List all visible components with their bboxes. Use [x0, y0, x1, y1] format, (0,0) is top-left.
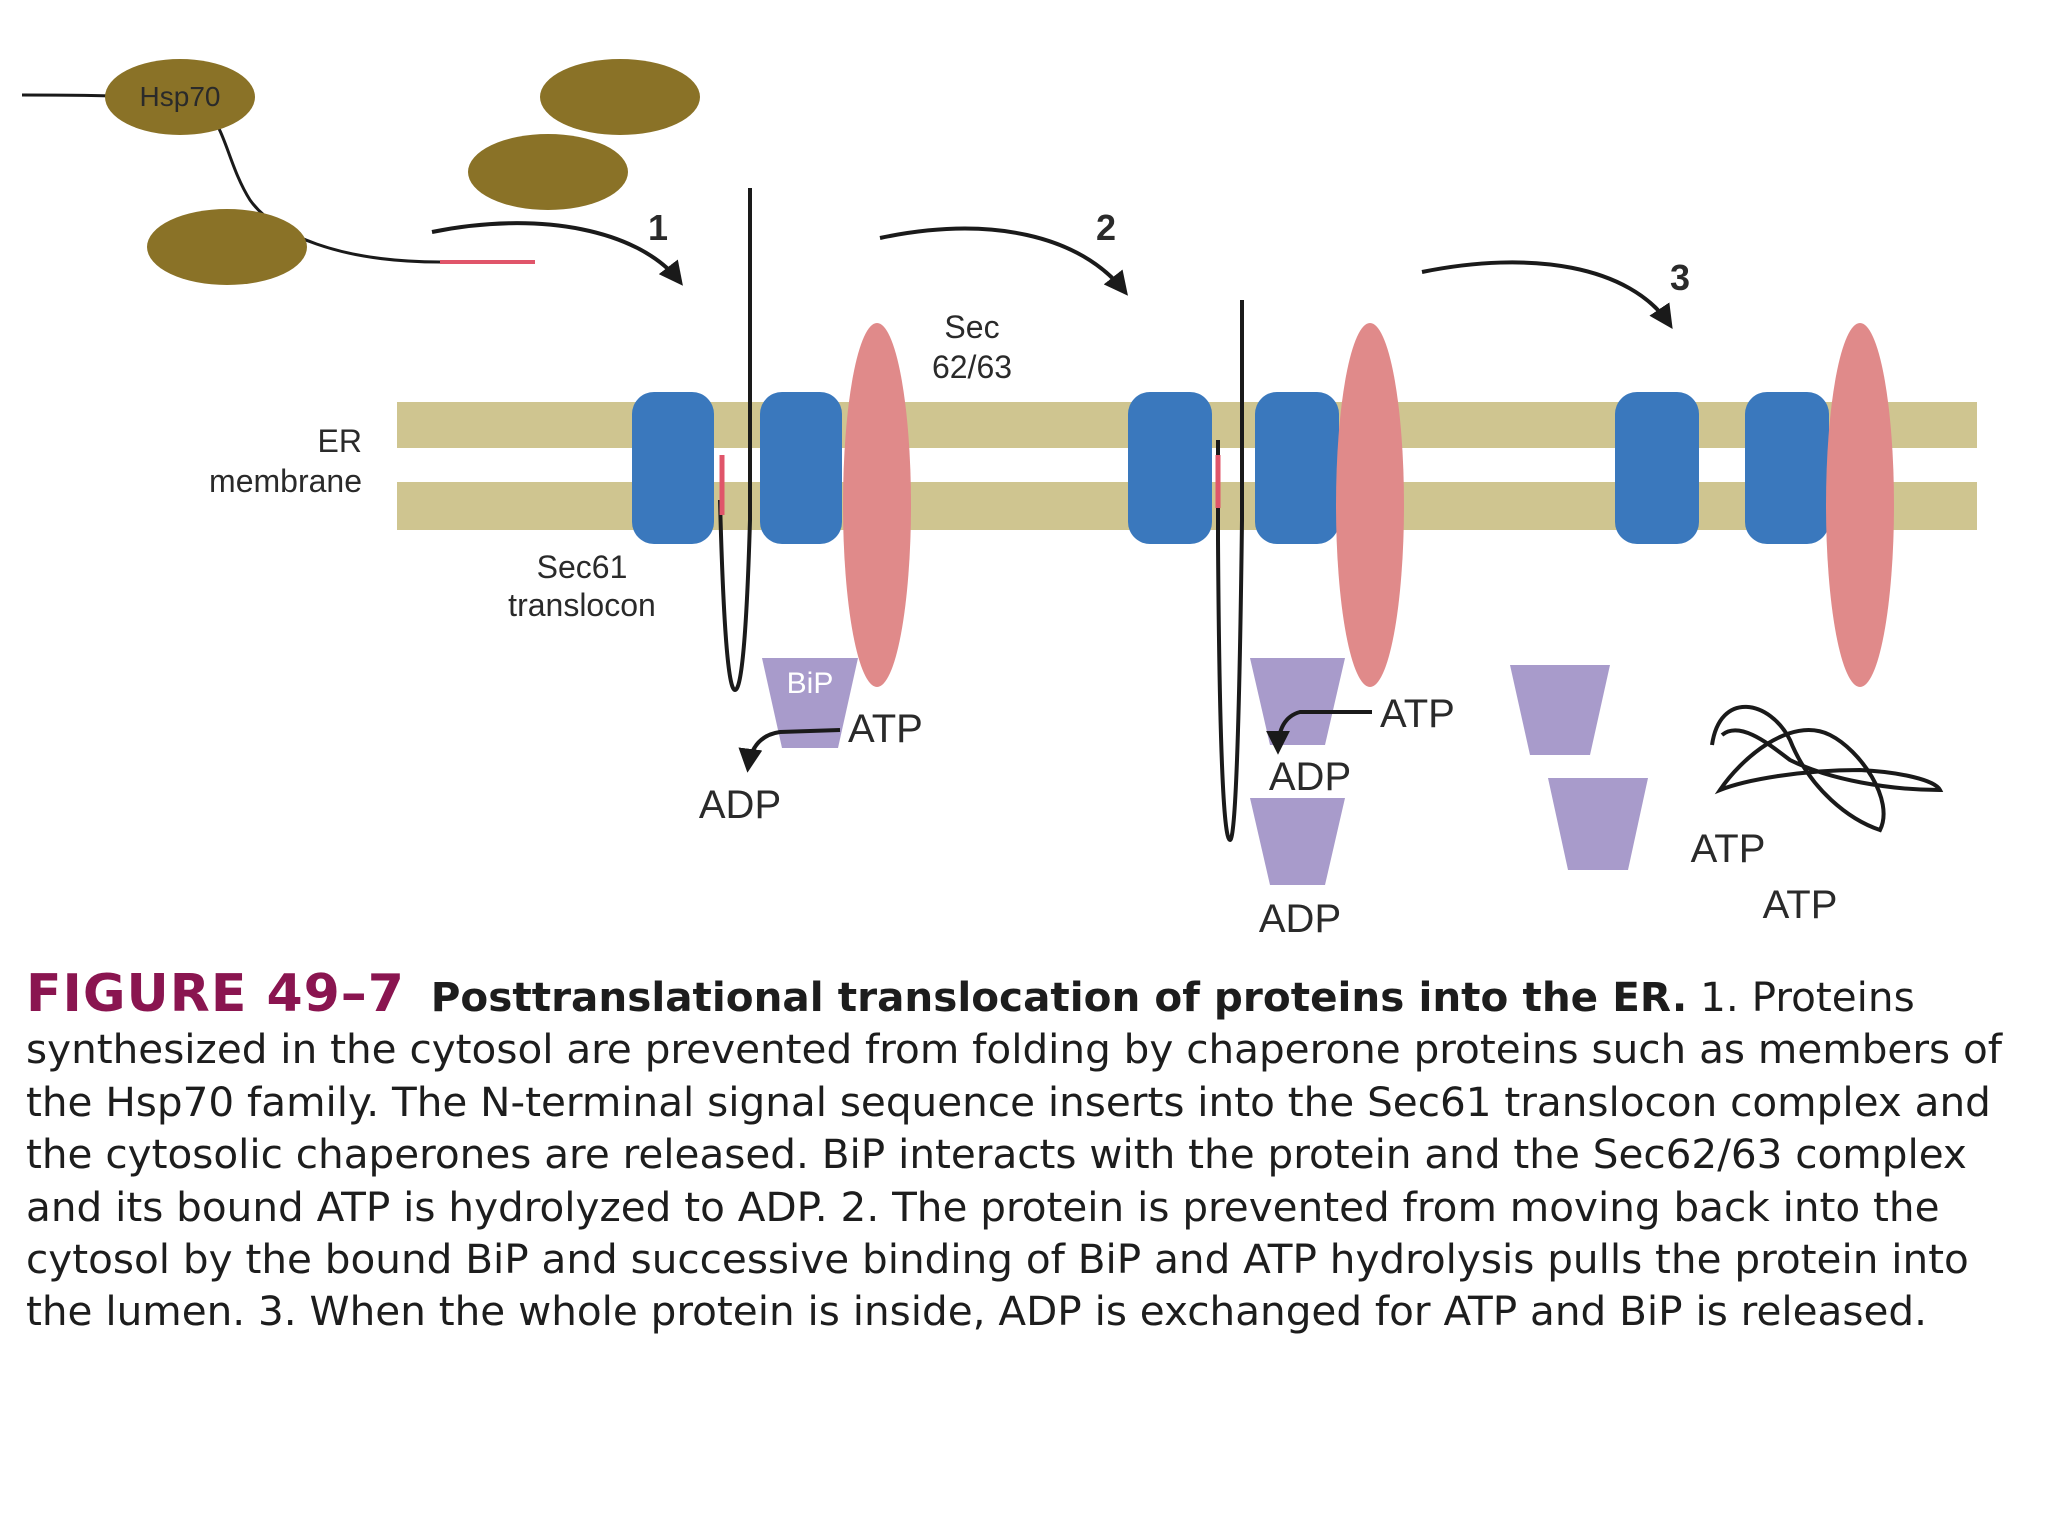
sec61-translocon: [632, 392, 714, 544]
sec62-63-label-line1: Sec: [944, 309, 999, 345]
step-3-label: 3: [1670, 257, 1690, 298]
adp-label: ADP: [1259, 897, 1341, 941]
sec62-63-complex: [1826, 323, 1894, 687]
figure-title: Posttranslational translocation of prote…: [431, 973, 1687, 1021]
translocation-diagram: Hsp70 1 2 3 BiP ATP ADP ATP ADP ADP: [0, 0, 2048, 955]
hsp70-label: Hsp70: [140, 81, 221, 112]
translocating-protein: [1218, 300, 1242, 840]
figure-number: FIGURE 49–7: [26, 964, 405, 1024]
sec61-translocon: [1615, 392, 1699, 544]
atp-label: ATP: [848, 707, 923, 751]
sec61-label-line2: translocon: [508, 587, 656, 623]
sec61-translocon: [1255, 392, 1339, 544]
caption-body: 1. Proteins synthesized in the cytosol a…: [26, 973, 2002, 1335]
bip-chaperone: [1250, 798, 1345, 885]
bip-chaperone: [1510, 665, 1610, 755]
step-arrows: 1 2 3: [432, 207, 1690, 325]
stage-1: BiP ATP ADP: [632, 188, 923, 827]
sec62-63-complex: [843, 323, 911, 687]
hsp70-chaperones: Hsp70: [22, 59, 700, 285]
er-membrane-label-line1: ER: [318, 423, 362, 459]
adp-label: ADP: [699, 783, 781, 827]
hsp70-chaperone: [147, 209, 307, 285]
folded-protein: [1712, 707, 1940, 830]
figure-caption: FIGURE 49–7 Posttranslational translocat…: [26, 968, 2016, 1338]
atp-label: ATP: [1763, 883, 1838, 927]
sec61-label-line1: Sec61: [537, 549, 628, 585]
stage-2: ATP ADP ADP: [1128, 300, 1455, 941]
atp-label: ATP: [1380, 692, 1455, 736]
step-1-label: 1: [648, 207, 668, 248]
sec62-63-complex: [1336, 323, 1404, 687]
step-2-arrow: [880, 229, 1125, 292]
adp-label: ADP: [1269, 755, 1351, 799]
hsp70-chaperone: [468, 134, 628, 210]
step-1-arrow: [432, 223, 680, 282]
bip-chaperone: [1250, 658, 1345, 745]
er-membrane-label-line2: membrane: [209, 463, 362, 499]
step-2-label: 2: [1096, 207, 1116, 248]
bip-chaperone: [1548, 778, 1648, 870]
bip-label: BiP: [787, 667, 834, 700]
sec62-63-label-line2: 62/63: [932, 349, 1012, 385]
sec61-translocon: [1745, 392, 1829, 544]
sec61-translocon: [1128, 392, 1212, 544]
sec61-translocon: [760, 392, 842, 544]
atp-label: ATP: [1691, 827, 1766, 871]
step-3-arrow: [1422, 262, 1670, 325]
hsp70-chaperone: [540, 59, 700, 135]
